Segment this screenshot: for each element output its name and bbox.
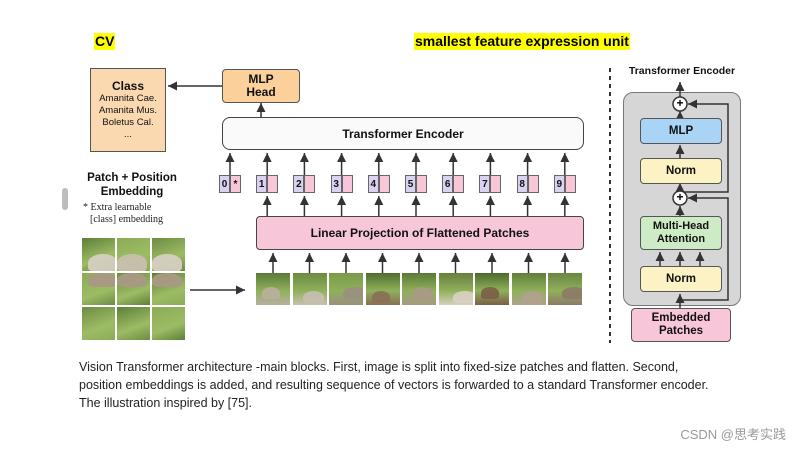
encoder-mha-box: Multi-Head Attention xyxy=(640,216,722,250)
patch-embedding xyxy=(453,175,465,193)
grid-patch xyxy=(117,272,150,305)
mlp-head-box: MLP Head xyxy=(222,69,300,103)
mushroom-cap-shape xyxy=(481,287,499,299)
grid-patch xyxy=(152,307,185,340)
class-item: Boletus Cal. xyxy=(102,117,154,128)
encoder-mha-line1: Multi-Head xyxy=(652,220,710,232)
image-patch xyxy=(548,273,582,305)
plus-symbol-top: + xyxy=(676,96,684,110)
mushroom-cap-shape xyxy=(521,291,543,303)
class-item: Amanita Cae. xyxy=(99,93,157,104)
image-patch xyxy=(438,273,473,305)
watermark: CSDN @思考实践 xyxy=(680,427,786,442)
patch-embedding xyxy=(378,175,390,193)
grid-patch xyxy=(82,238,115,271)
mushroom-cap-shape xyxy=(371,291,390,303)
grid-patch xyxy=(82,272,115,305)
class-item: Amanita Mus. xyxy=(98,105,158,116)
patch-position-line2: Embedding xyxy=(100,186,164,198)
embedded-patches-line1: Embedded xyxy=(651,312,711,324)
encoder-detail-title: Transformer Encoder xyxy=(628,65,736,77)
scroll-handle[interactable] xyxy=(62,188,68,210)
encoder-norm-top: Norm xyxy=(640,158,722,184)
feature-unit-highlight: smallest feature expression unit xyxy=(414,33,630,50)
plus-symbol-bottom: + xyxy=(676,190,684,204)
image-patch xyxy=(329,273,363,305)
position-index: 3 xyxy=(330,175,342,193)
patch-position-label: Patch + Position Embedding xyxy=(80,170,184,200)
mushroom-cap-shape xyxy=(452,291,473,303)
mushroom-cap-shape xyxy=(262,287,280,299)
embedded-patches-box: Embedded Patches xyxy=(631,308,731,342)
patch-embedding xyxy=(564,175,576,193)
grid-patch xyxy=(152,272,185,305)
class-token-embedding: * xyxy=(230,175,241,193)
image-patch xyxy=(256,273,290,305)
image-patch xyxy=(402,273,436,305)
encoder-norm-bottom-label: Norm xyxy=(665,273,697,285)
extra-learnable-line1: * Extra learnable xyxy=(83,202,152,213)
patch-embedding xyxy=(267,175,279,193)
mlp-head-line2: Head xyxy=(246,85,276,99)
patch-position-line1: Patch + Position xyxy=(87,172,177,184)
class-item: ... xyxy=(124,129,132,140)
image-patch xyxy=(511,273,546,305)
linear-projection-label: Linear Projection of Flattened Patches xyxy=(310,226,530,240)
mushroom-cap-shape xyxy=(88,254,115,271)
position-index: 0 xyxy=(219,175,230,193)
patch-embedding xyxy=(490,175,502,193)
mlp-head-line1: MLP xyxy=(248,72,274,86)
position-index: 2 xyxy=(293,175,305,193)
mushroom-cap-shape xyxy=(152,272,182,287)
mushroom-cap-shape xyxy=(88,272,115,287)
mushroom-cap-shape xyxy=(117,272,147,287)
position-index: 6 xyxy=(442,175,454,193)
position-index: 7 xyxy=(479,175,491,193)
image-patch xyxy=(365,273,400,305)
embedded-patches-line2: Patches xyxy=(658,325,704,337)
position-index: 1 xyxy=(256,175,268,193)
class-title: Class xyxy=(111,79,145,93)
cv-highlight: CV xyxy=(94,33,116,50)
encoder-mlp-box: MLP xyxy=(640,118,722,144)
grid-patch xyxy=(152,238,185,271)
encoder-norm-top-label: Norm xyxy=(665,165,697,177)
mushroom-cap-shape xyxy=(412,287,433,299)
mushroom-cap-shape xyxy=(562,287,582,299)
mushroom-cap-shape xyxy=(302,291,324,303)
mushroom-cap-shape xyxy=(117,254,147,271)
patch-embedding xyxy=(304,175,316,193)
extra-learnable-note: * Extra learnable [class] embedding xyxy=(83,202,163,226)
encoder-norm-bottom: Norm xyxy=(640,266,722,292)
patch-embedding xyxy=(527,175,539,193)
image-patch xyxy=(292,273,327,305)
position-index: 9 xyxy=(553,175,565,193)
position-index: 4 xyxy=(367,175,379,193)
linear-projection-bar: Linear Projection of Flattened Patches xyxy=(256,216,584,250)
encoder-mlp-label: MLP xyxy=(668,125,694,137)
encoder-mha-line2: Attention xyxy=(656,233,706,245)
image-patch xyxy=(475,273,509,305)
transformer-encoder-label: Transformer Encoder xyxy=(342,126,464,141)
grid-patch xyxy=(82,307,115,340)
grid-patch xyxy=(117,238,150,271)
mushroom-cap-shape xyxy=(152,254,182,271)
mushroom-cap-shape xyxy=(343,287,363,299)
position-index: 5 xyxy=(405,175,416,193)
source-image-grid xyxy=(82,238,186,340)
patch-embedding xyxy=(416,175,427,193)
transformer-encoder-bar: Transformer Encoder xyxy=(222,117,584,150)
patch-embedding xyxy=(341,175,353,193)
grid-patch xyxy=(117,307,150,340)
class-output-box: Class Amanita Cae. Amanita Mus. Boletus … xyxy=(90,68,166,152)
extra-learnable-line2: [class] embedding xyxy=(90,214,164,225)
figure-caption: Vision Transformer architecture -main bl… xyxy=(79,360,709,410)
position-index: 8 xyxy=(516,175,528,193)
